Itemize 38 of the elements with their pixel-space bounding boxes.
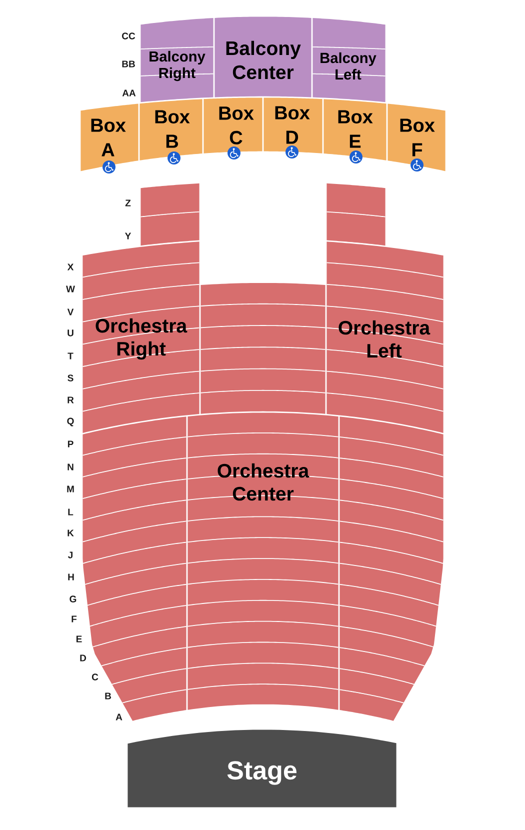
row-label: U	[68, 330, 74, 336]
seating-section: Box C	[204, 98, 262, 154]
row-label: V	[67, 308, 74, 316]
seating-section	[200, 282, 326, 414]
seating-section: Box A	[80, 104, 138, 172]
row-label: H	[68, 574, 74, 580]
row-label: S	[68, 374, 74, 382]
seating-section: Orchestra Right	[82, 242, 200, 433]
seating-section: Balcony Center	[214, 16, 312, 98]
row-label: D	[80, 654, 86, 662]
seating-section: Box E	[324, 99, 386, 160]
row-label: K	[68, 530, 74, 536]
row-label: P	[68, 440, 74, 448]
row-label: X	[67, 264, 74, 270]
node-label: Orchestra Left	[338, 320, 430, 358]
row-label: B	[105, 692, 111, 700]
row-label: AA	[122, 90, 136, 96]
row-label: Q	[67, 418, 74, 426]
seating-section	[140, 183, 200, 246]
row-label: A	[116, 714, 122, 720]
stage: Stage	[128, 730, 396, 808]
seating-section: Box B	[140, 99, 202, 160]
seating-section	[326, 183, 386, 246]
row-label: L	[68, 508, 74, 516]
seating-section	[82, 416, 187, 721]
row-label: Z	[125, 200, 131, 206]
row-label: C	[92, 674, 98, 680]
row-label: J	[68, 552, 72, 558]
seating-section: Orchestra Left	[326, 242, 444, 433]
seating-section	[339, 416, 444, 721]
row-label: Y	[125, 232, 131, 240]
row-label: R	[68, 396, 74, 404]
row-label: M	[67, 486, 74, 492]
row-label: N	[68, 464, 74, 470]
row-label: T	[68, 352, 74, 360]
seating-section: Box D	[264, 98, 322, 154]
seating-section: Box F	[388, 104, 446, 172]
node-label: Orchestra Right	[96, 318, 188, 360]
